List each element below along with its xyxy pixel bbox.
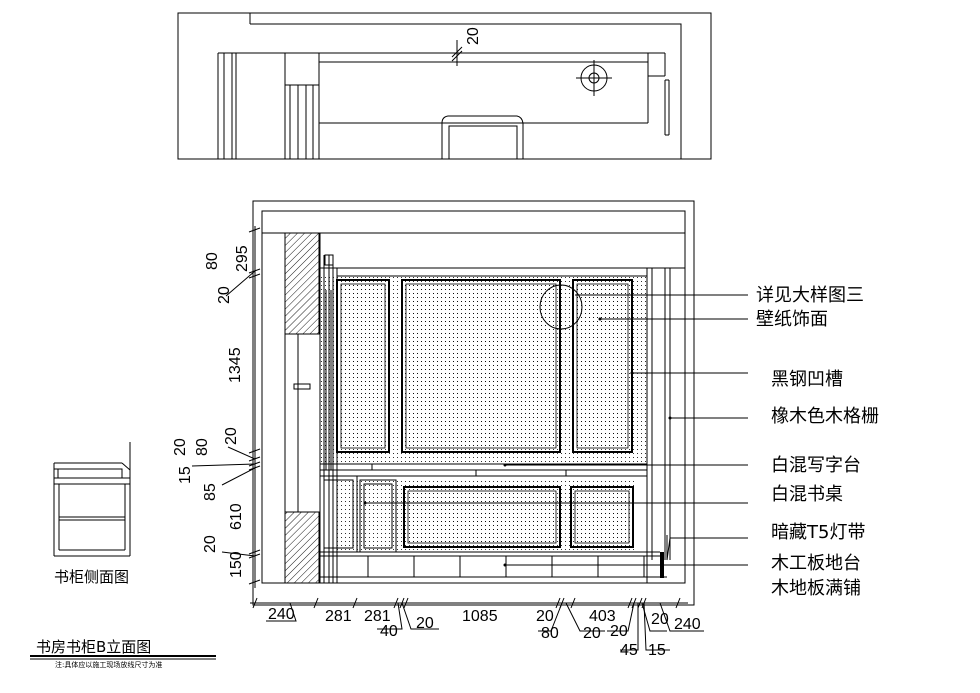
dim-bottom-20d: 20 <box>610 623 628 640</box>
drawing-title: 书房书柜B立面图 <box>36 638 151 656</box>
bottom-dimensions: 240 281 281 40 20 1085 20 80 403 20 20 4… <box>250 597 704 659</box>
drawing-note: 注:具体应以施工现场放线尺寸为准 <box>55 660 162 669</box>
callout-wood-floor: 木地板满铺 <box>771 578 861 599</box>
callout-desk: 白混书桌 <box>771 484 843 505</box>
plan-dimension: 20 <box>465 27 482 45</box>
dim-bottom-240b: 240 <box>674 616 701 633</box>
dim-left-15: 15 <box>177 466 194 484</box>
dim-bottom-281b: 281 <box>364 608 391 625</box>
dim-bottom-240a: 240 <box>268 606 295 623</box>
dim-bottom-80: 80 <box>541 625 559 642</box>
dim-bottom-1085: 1085 <box>462 608 498 625</box>
dim-left-20a: 20 <box>216 286 233 304</box>
callout-platform: 木工板地台 <box>771 553 861 574</box>
dim-left-20b: 20 <box>172 438 189 456</box>
callout-writing-desk: 白混写字台 <box>771 455 861 476</box>
callout-oak-grille: 橡木色木格栅 <box>771 406 879 427</box>
callout-t5-light: 暗藏T5灯带 <box>771 522 865 543</box>
callout-black-steel-groove: 黑钢凹槽 <box>771 369 843 390</box>
dim-bottom-403: 403 <box>589 608 616 625</box>
callout-detail-ref: 详见大样图三 <box>756 285 864 306</box>
plan-view: 20 <box>177 12 712 160</box>
dim-bottom-45: 45 <box>620 642 638 659</box>
dim-bottom-20b: 20 <box>536 608 554 625</box>
callout-wallpaper: 壁纸饰面 <box>756 309 828 330</box>
dim-bottom-20c: 20 <box>583 625 601 642</box>
side-view-label: 书柜侧面图 <box>54 568 129 586</box>
title-block: 书房书柜B立面图 注:具体应以施工现场放线尺寸为准 <box>30 638 216 669</box>
dim-bottom-281a: 281 <box>325 608 352 625</box>
dim-bottom-40: 40 <box>380 623 398 640</box>
dim-bottom-20e: 20 <box>651 611 669 628</box>
side-view: 书柜侧面图 <box>53 442 131 586</box>
dim-left-20c: 20 <box>223 427 240 445</box>
left-dimensions: 80 295 20 1345 20 80 20 15 85 610 20 150 <box>172 226 261 588</box>
dim-left-610: 610 <box>228 503 245 530</box>
dim-left-80: 80 <box>204 252 221 270</box>
dim-left-295: 295 <box>234 245 251 272</box>
callout-labels: 详见大样图三 壁纸饰面 黑钢凹槽 橡木色木格栅 白混写字台 白混书桌 暗藏T5灯… <box>756 285 879 599</box>
dim-left-20d: 20 <box>202 535 219 553</box>
dim-bottom-15: 15 <box>648 642 666 659</box>
dim-left-85: 85 <box>202 483 219 501</box>
dim-bottom-20a: 20 <box>416 615 434 632</box>
dim-left-150: 150 <box>228 551 245 578</box>
dim-left-80b: 80 <box>194 438 211 456</box>
dim-left-1345: 1345 <box>227 347 244 383</box>
elevation-view <box>252 200 748 606</box>
